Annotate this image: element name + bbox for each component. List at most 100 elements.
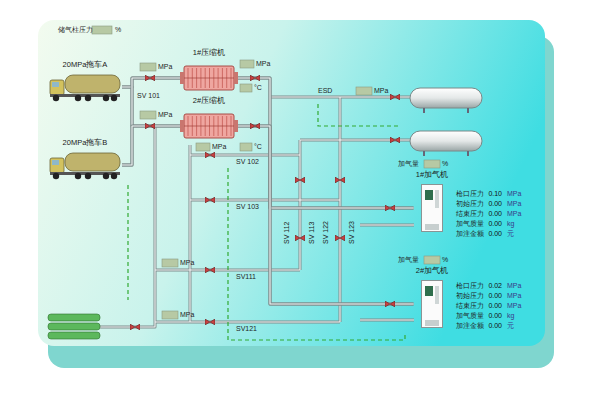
valve-symbol: [250, 123, 260, 129]
tag-label: °C: [254, 84, 262, 92]
valve-symbol: [205, 197, 215, 203]
tag-label: SV121: [236, 325, 257, 333]
value-box: [162, 259, 178, 267]
pipe-core: [189, 145, 190, 322]
cylinder-bank: [48, 314, 100, 321]
unit-label: MPa: [507, 302, 521, 310]
pipe-core: [122, 126, 180, 165]
tag-label: MPa: [180, 311, 194, 319]
table-cell: 加气质量: [456, 220, 484, 228]
pipe: [100, 97, 414, 327]
tag-label: MPa: [256, 60, 270, 68]
value-box: [240, 143, 252, 151]
table-cell: 枪口压力: [456, 282, 484, 290]
pipe-core: [360, 224, 414, 225]
valve-tag: SV 123: [348, 221, 356, 244]
pipe-core: [360, 319, 414, 320]
dispenser-symbol: [421, 184, 443, 232]
reading-value: 0.02: [478, 282, 502, 290]
pipe: [189, 145, 192, 322]
tube-trailer: 20MPa拖车A: [48, 60, 122, 102]
node-label: 1#加气机: [414, 170, 451, 180]
table-cell: 枪口压力: [456, 190, 484, 198]
pipe-group: [122, 126, 180, 165]
valve-tag: SV 122: [322, 221, 330, 244]
pipe-core: [100, 97, 414, 327]
signal-line: [228, 168, 405, 340]
dispenser: 1#加气机: [414, 170, 451, 232]
value-box: [424, 256, 440, 264]
reading-value: 0.00: [478, 230, 502, 238]
node-label: 2#加气机: [414, 266, 451, 276]
tube-trailer-symbol: [48, 150, 122, 180]
reading-value: 0.00: [478, 292, 502, 300]
pipe-group: [238, 126, 414, 304]
panel-ground: [38, 20, 554, 368]
node-label: 2#压缩机: [180, 96, 238, 106]
pipe-core: [238, 78, 414, 304]
value-box: [196, 143, 210, 151]
value-box: [162, 311, 178, 319]
pipe-group: [238, 78, 414, 208]
process-pipe: [238, 78, 414, 304]
value-box: [240, 60, 254, 68]
pipe-core: [238, 126, 414, 304]
pipe-group: [122, 78, 180, 165]
table-cell: 初始压力: [456, 292, 484, 300]
tag-label: 加气量: [398, 256, 419, 264]
process-pipe: [238, 126, 414, 208]
value-box: [424, 160, 440, 168]
signal-line: [318, 104, 400, 126]
valve-symbol: [250, 75, 260, 81]
unit-label: MPa: [507, 292, 521, 300]
value-box: [140, 111, 156, 119]
valve-symbol: [145, 123, 155, 129]
tag-label: MPa: [212, 143, 226, 151]
cylinder-bank: [48, 332, 100, 339]
tag-label: SV 102: [236, 158, 259, 166]
valve-symbol: [335, 177, 345, 183]
pipe: [155, 321, 340, 324]
table-cell: 加注金额: [456, 322, 484, 330]
cylinder-bank: [48, 314, 100, 339]
valve-symbol: [295, 177, 305, 183]
tag-label: %: [442, 160, 448, 168]
tag-label: SV 103: [236, 203, 259, 211]
unit-label: MPa: [507, 282, 521, 290]
dispenser-symbol: [421, 280, 443, 328]
pipe-group: [238, 126, 414, 208]
valve-symbol: [205, 267, 215, 273]
pipe-core: [122, 78, 180, 165]
process-pipe: [122, 126, 180, 165]
unit-label: MPa: [507, 200, 521, 208]
tag-label: MPa: [158, 63, 172, 71]
storage-tank: [410, 88, 482, 156]
reading-value: 0.00: [478, 220, 502, 228]
tag-label: %: [442, 256, 448, 264]
unit-label: MPa: [507, 210, 521, 218]
unit-label: kg: [507, 312, 514, 320]
compressor: 2#压缩机: [180, 96, 238, 140]
unit-label: 元: [507, 230, 514, 238]
tag-label: ESD: [318, 87, 332, 95]
value-box: [240, 84, 252, 92]
process-pipe: [122, 78, 180, 165]
valve-symbol: [385, 301, 395, 307]
valve-symbol: [205, 319, 215, 325]
tag-label: 加气量: [398, 160, 419, 168]
process-pipe: [238, 126, 414, 304]
reading-value: 0.00: [478, 200, 502, 208]
reading-value: 0.10: [478, 190, 502, 198]
storage-tank: [424, 108, 468, 156]
table-cell: 加注金额: [456, 230, 484, 238]
table-cell: 结束压力: [456, 302, 484, 310]
tag-label: °C: [254, 143, 262, 151]
pipe-group: [238, 78, 414, 304]
table-cell: 初始压力: [456, 200, 484, 208]
valve-symbol: [295, 235, 305, 241]
pipe-core: [238, 126, 414, 208]
tag-label: %: [115, 26, 121, 34]
reading-value: 0.00: [478, 302, 502, 310]
storage-tank: [410, 88, 482, 108]
